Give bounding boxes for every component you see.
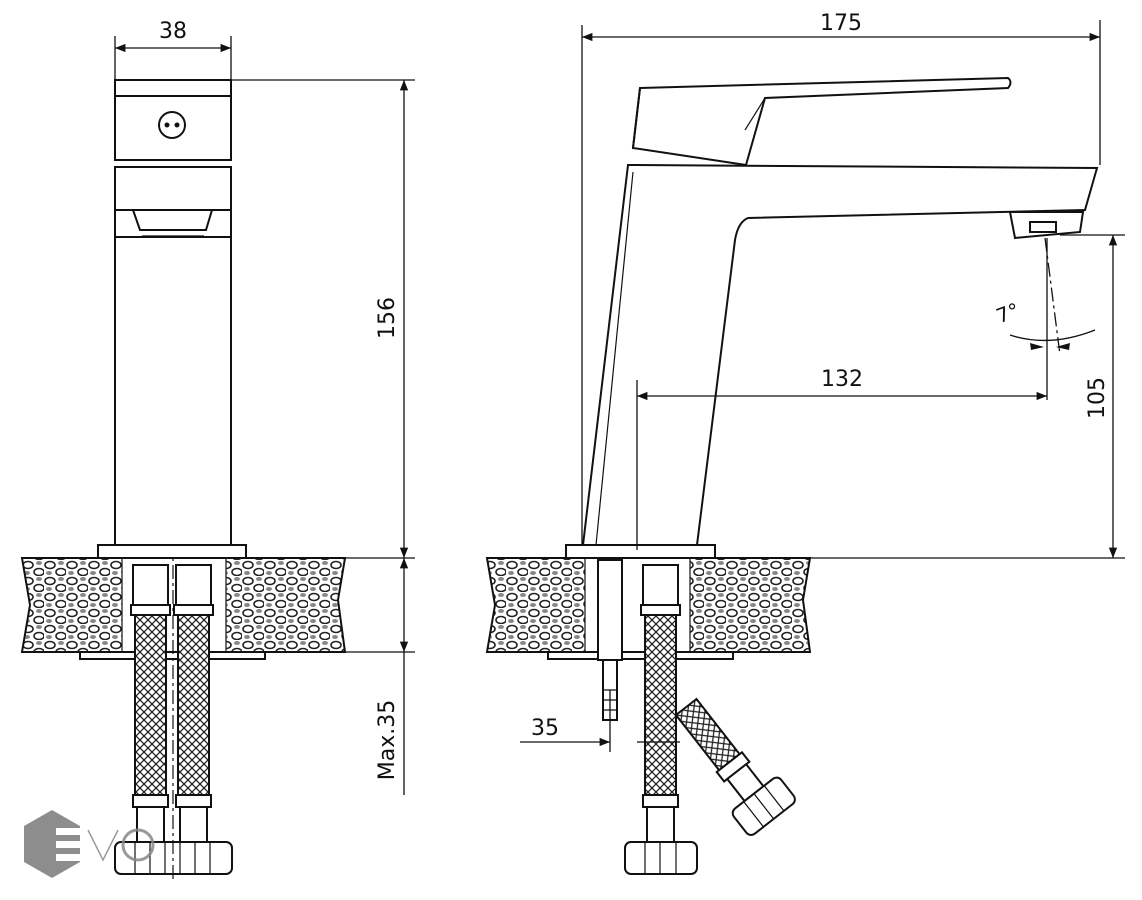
handle-indicator-icon (158, 111, 186, 139)
faucet-body-side (581, 163, 1099, 546)
hose-nut (624, 841, 698, 875)
evo-logo (24, 810, 155, 878)
front-view: 38 156 Max.35 (20, 19, 415, 880)
dim-angle-7: 7° (993, 298, 1023, 328)
base-plate (565, 544, 716, 559)
dim-length-175: 175 (820, 11, 862, 36)
dim-width-38: 38 (159, 19, 187, 44)
faucet-body (114, 236, 232, 546)
dim-max-thickness: Max.35 (375, 700, 400, 780)
mounting-plate (547, 651, 734, 660)
aerator (131, 209, 214, 231)
dim-height-156: 156 (375, 297, 400, 339)
handle-side (631, 76, 1012, 167)
mounting-stud (597, 559, 623, 661)
side-view: 175 132 105 7° 35 (485, 11, 1125, 875)
dim-reach-132: 132 (821, 367, 863, 392)
base-plate (97, 544, 247, 559)
dim-stud-offset-35: 35 (531, 716, 559, 741)
dim-spout-height-105: 105 (1085, 377, 1110, 419)
